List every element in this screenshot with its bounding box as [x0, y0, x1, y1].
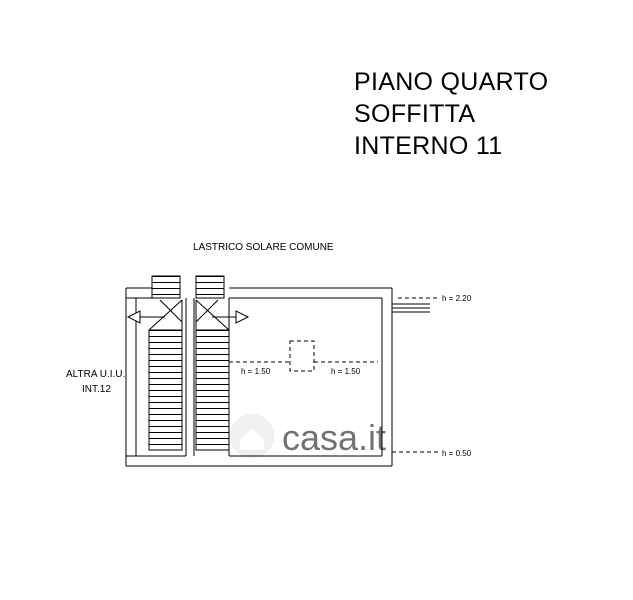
- watermark-text: casa.it: [282, 417, 386, 458]
- unit-number-title: INTERNO 11: [354, 132, 503, 160]
- left-arrow-icon: [126, 310, 165, 324]
- left-stairwell: [148, 275, 183, 451]
- floor-title: PIANO QUARTO: [354, 68, 549, 96]
- height-top-label: h = 2.20: [442, 294, 472, 303]
- height-mid-right-label: h = 1.50: [331, 367, 361, 376]
- floor-title-block: PIANO QUARTO SOFFITTA INTERNO 11: [354, 66, 548, 162]
- neighbor-unit-label: ALTRA U.I.U.: [66, 369, 125, 380]
- right-arrow-icon: [212, 310, 250, 324]
- neighbor-unit-number: INT.12: [82, 384, 111, 395]
- watermark: casa.it: [230, 414, 386, 458]
- room-type-title: SOFFITTA: [354, 100, 476, 128]
- height-bottom-label: h = 0.50: [442, 449, 472, 458]
- skylight: [289, 340, 315, 372]
- right-stairwell: [195, 275, 230, 451]
- roof-label: LASTRICO SOLARE COMUNE: [193, 242, 334, 253]
- height-mid-left-label: h = 1.50: [241, 367, 271, 376]
